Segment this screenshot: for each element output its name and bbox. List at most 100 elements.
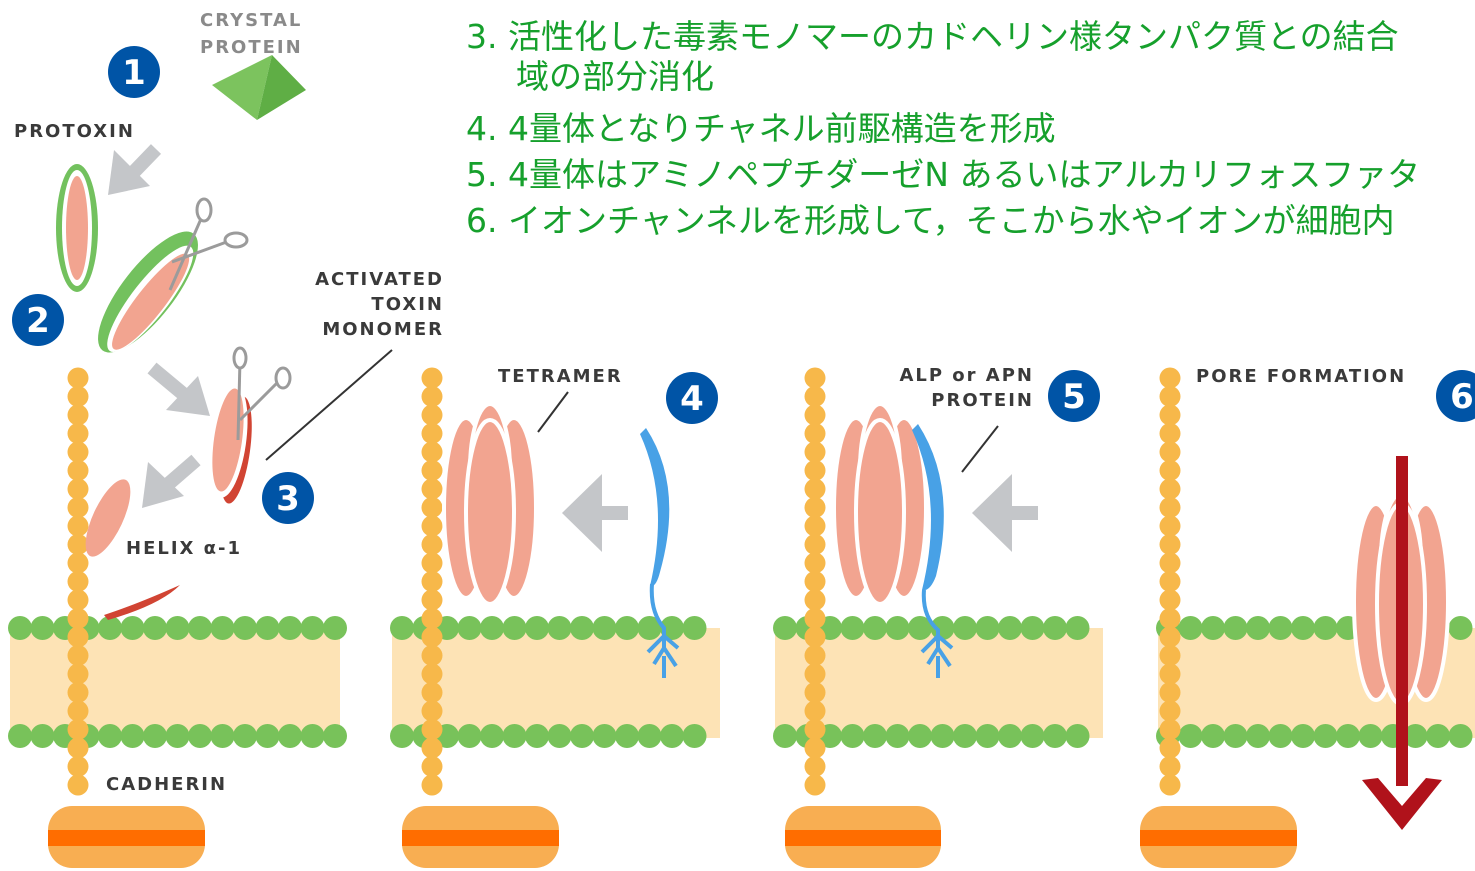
lipid-head [278, 616, 302, 640]
monomer-bound-shape [85, 479, 131, 557]
lipid-heads [8, 616, 1473, 748]
step-descriptions: 3. 活性化した毒素モノマーのカドヘリン様タンパク質との結合 域の部分消化 4.… [466, 17, 1420, 240]
cadherin-bead [67, 719, 89, 740]
cadherin-bead [1159, 608, 1181, 629]
label-pore: PORE FORMATION [1196, 366, 1406, 387]
step-3-text-line1: 3. 活性化した毒素モノマーのカドヘリン様タンパク質との結合 [466, 17, 1399, 56]
step-badges: 1 2 3 4 5 6 [12, 46, 1475, 524]
lipid-head [1358, 724, 1383, 748]
cadherin-bead [67, 608, 89, 629]
cadherin-bead [804, 515, 826, 537]
cadherin-bead [1159, 367, 1181, 389]
lipid-head [637, 616, 662, 640]
cadherin-bead [1159, 478, 1181, 500]
cadherin-bead [421, 423, 443, 444]
cadherin-bead [67, 700, 89, 722]
lipid-head [592, 616, 617, 640]
lipid-head [210, 724, 235, 748]
cadherin-bead [67, 663, 89, 685]
cadherin-bead [1159, 682, 1181, 703]
lipid-head [975, 724, 1000, 748]
cadherin-bead [421, 460, 443, 481]
lipid-head [773, 616, 797, 640]
lipid-head [300, 616, 325, 640]
cadherin-bead [804, 423, 826, 444]
lipid-head [1178, 724, 1203, 748]
lipid-head [1448, 616, 1473, 640]
cadherin-bead [804, 608, 826, 629]
cadherin-bead [67, 497, 89, 518]
cadherin-bead [804, 571, 826, 592]
step-badge-5: 5 [1048, 370, 1100, 422]
activated-leader-line [265, 349, 393, 461]
cadherin-bead [804, 682, 826, 703]
step-badge-5-number: 5 [1062, 377, 1086, 417]
lipid-head [457, 724, 482, 748]
cadherin-bead [421, 571, 443, 592]
lipid-head [998, 616, 1022, 640]
lipid-head [1246, 724, 1270, 748]
lipid-head [908, 616, 932, 640]
lipid-head [1020, 616, 1045, 640]
lipid-head [1268, 616, 1293, 640]
lipid-head [278, 724, 302, 748]
lipid-head [480, 616, 504, 640]
cadherin-bead [804, 552, 826, 574]
lipid-head [682, 724, 707, 748]
lipid-head [143, 724, 167, 748]
cadherin-bead [421, 737, 443, 759]
step-3-text-line2: 域の部分消化 [516, 57, 714, 96]
cadherin-bead [804, 460, 826, 481]
lipid-head [1291, 616, 1315, 640]
cadherin-bead [421, 608, 443, 629]
lipid-head [8, 724, 32, 748]
cadherin-bead [67, 645, 89, 666]
cadherin-bead [804, 367, 826, 389]
cadherin-bead [1159, 552, 1181, 574]
lipid-head [98, 616, 122, 640]
lipid-head [1043, 616, 1067, 640]
cadherin-bead [804, 441, 826, 463]
labels: CRYSTAL PROTEIN PROTOXIN ACTIVATED TOXIN… [14, 10, 1406, 795]
lipid-head [255, 724, 280, 748]
lipid-head [8, 616, 32, 640]
cadherin-bead [1159, 423, 1181, 444]
cadherin-bead [67, 423, 89, 444]
label-helix: HELIX α-1 [126, 538, 242, 559]
step-badge-1-number: 1 [122, 53, 146, 93]
lipid-head [120, 616, 145, 640]
cadherin-bead [804, 645, 826, 666]
cadherin-bead [421, 700, 443, 722]
cadherin-bead [1159, 589, 1181, 611]
lipid-head [323, 724, 347, 748]
cadherin-bead [67, 386, 89, 407]
cadherin-bead [804, 719, 826, 740]
lipid-head [300, 724, 325, 748]
lipid-head [1020, 724, 1045, 748]
lipid-head [660, 724, 684, 748]
label-alp-line2: PROTEIN [931, 390, 1034, 411]
lipid-head [165, 724, 190, 748]
lipid-head [953, 616, 977, 640]
cadherin-bead [67, 737, 89, 759]
lipid-head [525, 724, 549, 748]
step-badge-4-number: 4 [680, 379, 704, 419]
step-4-text: 4. 4量体となりチャネル前駆構造を形成 [466, 109, 1056, 148]
cadherin-bead [1159, 700, 1181, 722]
label-alp-line1: ALP or APN [899, 365, 1034, 386]
cadherin-anchor-stripe [1140, 830, 1297, 846]
lipid-head [1291, 724, 1315, 748]
lipid-head [863, 724, 887, 748]
cadherin-bead [67, 534, 89, 555]
step-6-text: 6. イオンチャンネルを形成して，そこから水やイオンが細胞内 [466, 201, 1395, 240]
cadherin-bead [67, 756, 89, 777]
lipid-head [863, 616, 887, 640]
lipid-head [1065, 724, 1090, 748]
cadherin-bead [1159, 460, 1181, 481]
cadherin-bead [67, 478, 89, 500]
step-badge-4: 4 [666, 372, 718, 424]
cadherin-chains [48, 367, 1297, 868]
cadherin-bead [1159, 534, 1181, 555]
cell-membranes [8, 616, 1475, 748]
